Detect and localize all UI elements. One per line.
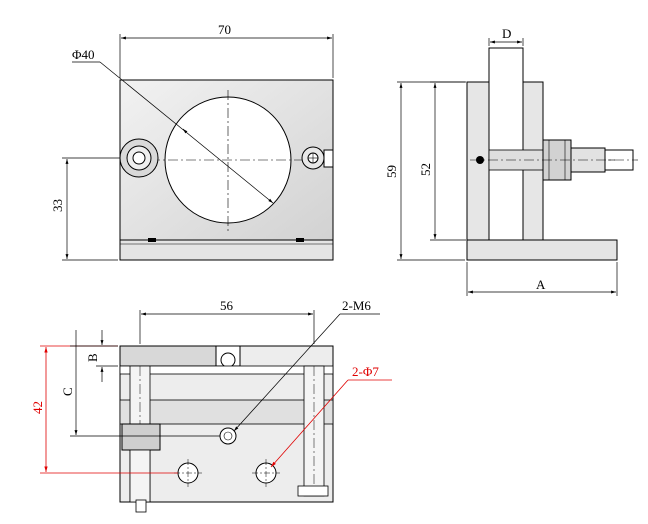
dim-52: 52 (418, 163, 433, 176)
dim-B: B (85, 353, 100, 362)
dim-33: 33 (50, 199, 65, 212)
front-view: 70 Φ40 33 (50, 22, 334, 261)
side-view: D 59 52 A (384, 26, 638, 296)
dim-circle-diameter: Φ40 (72, 47, 95, 62)
dim-59: 59 (384, 165, 399, 178)
top-view: 56 2-M6 2-Φ7 42 B C (30, 298, 392, 513)
callout-2-hole-diameter: 2-Φ7 (352, 364, 379, 379)
front-base (119, 239, 334, 261)
dim-C: C (60, 387, 75, 396)
dim-42: 42 (30, 401, 45, 414)
side-middle-plate (488, 47, 524, 241)
side-base (466, 239, 618, 261)
callout-2-m6: 2-M6 (342, 298, 371, 313)
dim-A: A (536, 277, 546, 292)
dim-70: 70 (218, 22, 231, 37)
dim-D: D (502, 26, 511, 41)
dim-56: 56 (220, 298, 234, 313)
